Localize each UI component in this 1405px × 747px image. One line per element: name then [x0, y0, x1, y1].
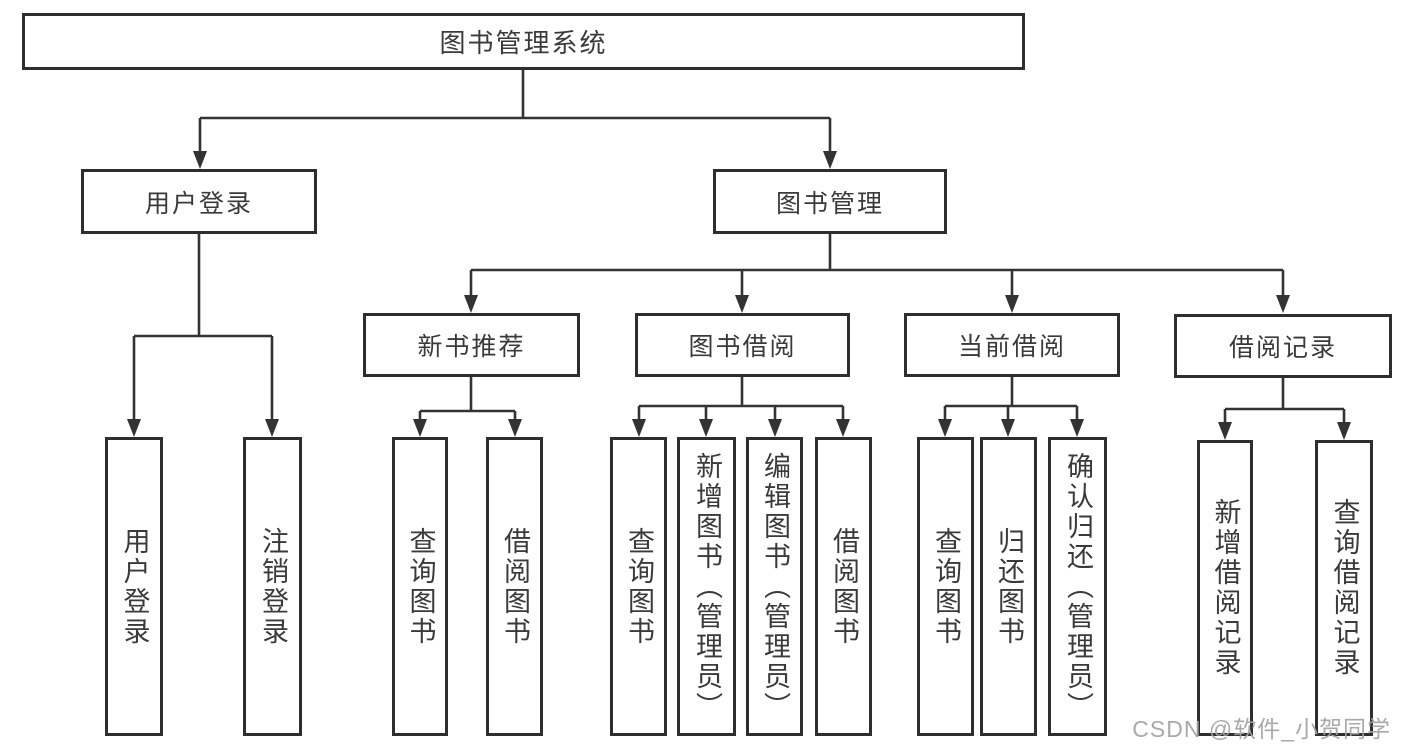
- leaf-records-add-record-label: 新增借阅记录: [1210, 498, 1241, 678]
- leaf-user-login: 用户登录: [105, 437, 163, 736]
- leaf-newbook-borrow-books: 借阅图书: [486, 437, 543, 736]
- leaf-borrowing-query-books: 查询图书: [610, 437, 667, 736]
- leaf-borrowing-borrow-books: 借阅图书: [815, 437, 872, 736]
- leaf-borrowing-borrow-books-label: 借阅图书: [829, 526, 859, 647]
- leaf-records-query-record-label: 查询借阅记录: [1329, 498, 1360, 678]
- node-new-book-recommend: 新书推荐: [363, 313, 580, 377]
- leaf-records-query-record: 查询借阅记录: [1315, 440, 1373, 736]
- leaf-borrowing-edit-books-admin-label: 编辑图书（管理员）: [760, 451, 790, 722]
- leaf-current-confirm-return-admin: 确认归还（管理员）: [1048, 437, 1107, 736]
- connector-new-book-rec-to-leaves: [413, 377, 522, 437]
- leaf-current-return-books-label: 归还图书: [994, 526, 1024, 647]
- leaf-user-login-label: 用户登录: [119, 526, 150, 647]
- leaf-current-return-books: 归还图书: [980, 437, 1037, 736]
- leaf-current-query-books: 查询图书: [917, 437, 974, 736]
- leaf-newbook-borrow-books-label: 借阅图书: [500, 526, 530, 647]
- connector-root-to-level2: [193, 70, 837, 169]
- node-current-borrowing: 当前借阅: [904, 313, 1120, 377]
- connector-current-borrow-to-leaves: [938, 377, 1084, 437]
- leaf-newbook-query-books-label: 查询图书: [405, 526, 436, 647]
- connector-user-login-to-leaves: [127, 234, 279, 437]
- leaf-logout: 注销登录: [243, 437, 302, 736]
- connector-book-mgmt-to-level3: [464, 234, 1290, 313]
- leaf-borrowing-edit-books-admin: 编辑图书（管理员）: [746, 437, 803, 736]
- connector-book-borrow-to-leaves: [632, 377, 850, 437]
- node-borrowing-records: 借阅记录: [1174, 314, 1392, 378]
- node-library-system: 图书管理系统: [22, 13, 1025, 70]
- leaf-borrowing-add-books-admin: 新增图书（管理员）: [677, 437, 736, 736]
- leaf-borrowing-query-books-label: 查询图书: [624, 526, 654, 647]
- node-book-management: 图书管理: [713, 169, 947, 234]
- watermark-text: CSDN @软件_小贺同学: [1132, 716, 1391, 742]
- leaf-records-add-record: 新增借阅记录: [1197, 440, 1253, 736]
- leaf-newbook-query-books: 查询图书: [392, 437, 448, 736]
- connector-borrow-records-to-leaves: [1218, 378, 1351, 440]
- leaf-current-query-books-label: 查询图书: [931, 526, 961, 647]
- node-book-borrowing: 图书借阅: [635, 313, 850, 377]
- node-user-login: 用户登录: [81, 169, 317, 234]
- leaf-logout-label: 注销登录: [258, 526, 288, 647]
- leaf-borrowing-add-books-admin-label: 新增图书（管理员）: [692, 451, 722, 722]
- leaf-current-confirm-return-admin-label: 确认归还（管理员）: [1063, 451, 1093, 722]
